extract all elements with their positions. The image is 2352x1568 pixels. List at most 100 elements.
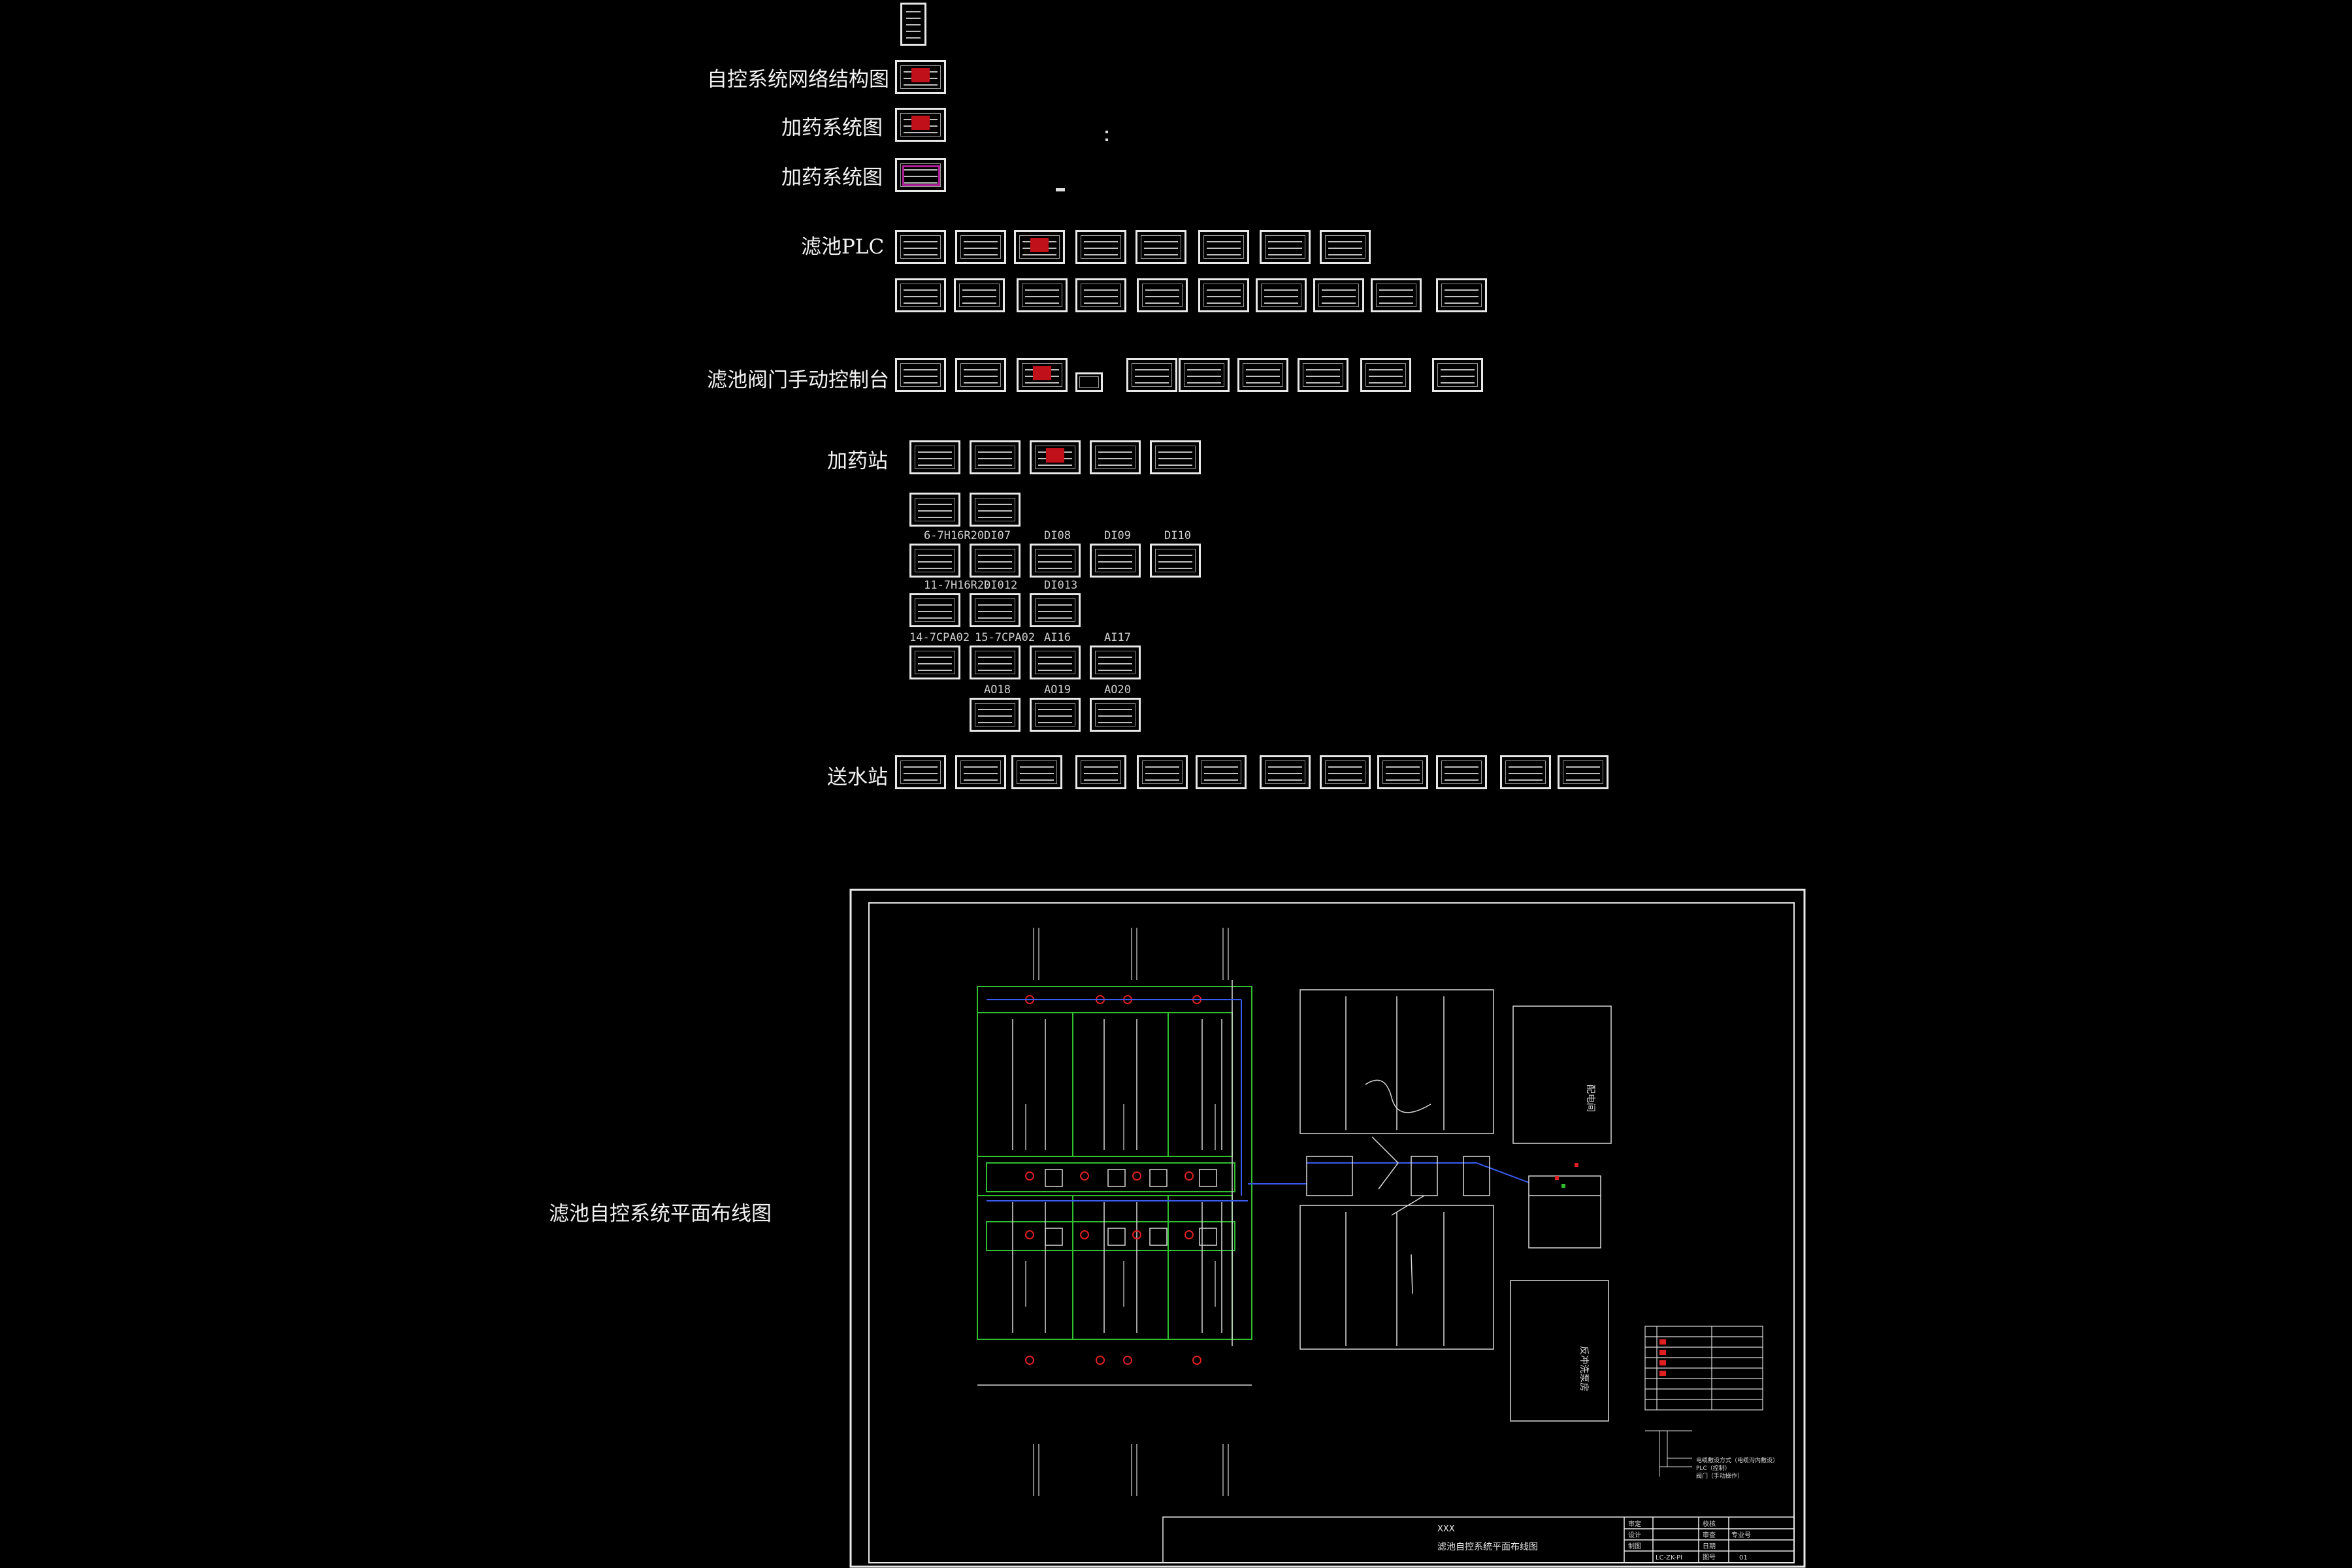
title-block-role-5: 审查 bbox=[1703, 1531, 1716, 1539]
dosing-caption: AO19 bbox=[1044, 683, 1071, 696]
label-dosing-station: 加药站 bbox=[827, 449, 888, 473]
sheet-thumb-valve-8[interactable] bbox=[1298, 358, 1348, 392]
sheet-thumb-dosing-io-13[interactable] bbox=[970, 698, 1021, 732]
sheet-thumb-network[interactable] bbox=[895, 60, 946, 94]
sheet-thumb-valve-10[interactable] bbox=[1432, 358, 1483, 392]
sheet-thumb-water-12[interactable] bbox=[1558, 755, 1609, 789]
room-label-distribution: 配电间 bbox=[1585, 1085, 1595, 1112]
sheet-thumb-dosing-io-11[interactable] bbox=[1030, 645, 1081, 679]
sheet-thumb-plc-5[interactable] bbox=[1135, 230, 1186, 264]
sheet-thumb-valve-3[interactable] bbox=[1017, 358, 1068, 392]
sheet-thumb-plc-12[interactable] bbox=[1075, 278, 1126, 312]
dosing-caption: 14-7CPA02 bbox=[909, 631, 970, 644]
sheet-thumb-valve-1[interactable] bbox=[895, 358, 946, 392]
sheet-thumb-dosing-io-14[interactable] bbox=[1030, 698, 1081, 732]
sheet-thumb-dosing-io-7[interactable] bbox=[970, 593, 1021, 627]
sheet-thumb-water-10[interactable] bbox=[1436, 755, 1487, 789]
title-block-sheet: 01 bbox=[1739, 1554, 1748, 1561]
sheet-thumb-water-8[interactable] bbox=[1320, 755, 1371, 789]
sheet-thumb-plc-9[interactable] bbox=[895, 278, 946, 312]
sheet-thumb-water-2[interactable] bbox=[955, 755, 1006, 789]
sheet-thumb-dosing-io-1[interactable] bbox=[909, 544, 960, 578]
instrument-markers bbox=[1025, 995, 1201, 1365]
title-block-role-6: 日期 bbox=[1703, 1543, 1716, 1550]
sheet-thumb-dosing-station-2[interactable] bbox=[970, 440, 1021, 474]
title-block-drawing-title: 滤池自控系统平面布线图 bbox=[1437, 1542, 1538, 1552]
dosing-caption: DI012 bbox=[984, 579, 1018, 592]
sheet-thumb-plc-11[interactable] bbox=[1017, 278, 1068, 312]
sheet-thumb-dosing-station-7[interactable] bbox=[970, 493, 1021, 527]
dosing-caption: 11-7H16R20 bbox=[924, 579, 991, 592]
legend-note-1: 电缆敷设方式（电缆沟内敷设） bbox=[1696, 1456, 1778, 1464]
stray-mark bbox=[1105, 131, 1108, 133]
layout-plan-drawing[interactable]: 配电间 反冲洗泵房 电缆敷设方式（电缆沟内敷设） PLC（控制） 阀门（手动操作… bbox=[849, 889, 1806, 1568]
sheet-thumb-dosing-station-5[interactable] bbox=[1150, 440, 1201, 474]
room-marks bbox=[1555, 1163, 1578, 1180]
sheet-thumb-valve-2[interactable] bbox=[955, 358, 1006, 392]
label-valve-console: 滤池阀门手动控制台 bbox=[707, 368, 889, 392]
dosing-caption: AO20 bbox=[1104, 683, 1131, 696]
label-filter-plc: 滤池PLC bbox=[801, 235, 885, 259]
title-block-project: XXX bbox=[1437, 1524, 1455, 1534]
sheet-thumb-dosing-io-12[interactable] bbox=[1090, 645, 1141, 679]
sheet-thumb-plc-13[interactable] bbox=[1137, 278, 1188, 312]
sheet-thumb-dosing-io-3[interactable] bbox=[1030, 544, 1081, 578]
filter-building bbox=[977, 986, 1252, 1340]
title-block-role-8: 专业号 bbox=[1731, 1531, 1751, 1539]
sheet-thumb-plc-3[interactable] bbox=[1014, 230, 1065, 264]
dosing-caption: AI17 bbox=[1104, 631, 1131, 644]
sheet-thumb-valve-9[interactable] bbox=[1360, 358, 1411, 392]
room-marks-green bbox=[1561, 1184, 1565, 1188]
sheet-thumb-dosing-station-1[interactable] bbox=[909, 440, 960, 474]
sheet-thumb-plc-8[interactable] bbox=[1320, 230, 1371, 264]
sheet-thumb-plc-7[interactable] bbox=[1260, 230, 1311, 264]
title-block-role-2: 设计 bbox=[1628, 1531, 1641, 1539]
sheet-thumb-plc-1[interactable] bbox=[895, 230, 946, 264]
sheet-thumb-plc-17[interactable] bbox=[1371, 278, 1422, 312]
sheet-thumb-plc-4[interactable] bbox=[1075, 230, 1126, 264]
sheet-thumb-dosing-station-3[interactable] bbox=[1030, 440, 1081, 474]
sheet-thumb-plc-14[interactable] bbox=[1198, 278, 1249, 312]
right-rooms bbox=[1510, 1005, 1612, 1422]
sheet-thumb-plc-2[interactable] bbox=[955, 230, 1006, 264]
sheet-thumb-valve-4[interactable] bbox=[1075, 372, 1103, 392]
dosing-caption: DI09 bbox=[1104, 529, 1131, 542]
sheet-thumb-water-11[interactable] bbox=[1500, 755, 1551, 789]
sheet-thumb-dosing-io-9[interactable] bbox=[909, 645, 960, 679]
sheet-thumb-plc-16[interactable] bbox=[1313, 278, 1364, 312]
sheet-thumb-dosing-1[interactable] bbox=[895, 108, 946, 142]
sheet-thumb-plc-6[interactable] bbox=[1198, 230, 1249, 264]
title-block bbox=[1162, 1516, 1795, 1563]
sheet-thumb-dosing-io-10[interactable] bbox=[970, 645, 1021, 679]
sheet-thumb-valve-5[interactable] bbox=[1126, 358, 1177, 392]
sheet-thumb-dosing-io-6[interactable] bbox=[909, 593, 960, 627]
sheet-thumb-dosing-io-2[interactable] bbox=[970, 544, 1021, 578]
sheet-thumb-water-4[interactable] bbox=[1075, 755, 1126, 789]
dosing-caption: DI10 bbox=[1164, 529, 1191, 542]
sheet-thumb-dosing-io-15[interactable] bbox=[1090, 698, 1141, 732]
stray-mark bbox=[1105, 139, 1108, 141]
sheet-thumb-water-5[interactable] bbox=[1137, 755, 1188, 789]
sheet-thumb-plc-18[interactable] bbox=[1436, 278, 1487, 312]
title-block-role-3: 制图 bbox=[1628, 1542, 1641, 1550]
sheet-thumb-valve-7[interactable] bbox=[1237, 358, 1288, 392]
sheet-thumb-plc-15[interactable] bbox=[1256, 278, 1307, 312]
sheet-thumb-water-1[interactable] bbox=[895, 755, 946, 789]
sheet-thumb-dosing-io-8[interactable] bbox=[1030, 593, 1081, 627]
sheet-thumb-dosing-io-5[interactable] bbox=[1150, 544, 1201, 578]
sheet-thumb-valve-6[interactable] bbox=[1179, 358, 1230, 392]
sheet-thumb-water-3[interactable] bbox=[1011, 755, 1062, 789]
title-block-role-4: 校核 bbox=[1703, 1520, 1716, 1528]
sheet-thumb-dosing-2[interactable] bbox=[895, 158, 946, 192]
sheet-thumb-dosing-station-4[interactable] bbox=[1090, 440, 1141, 474]
sheet-thumb-plc-10[interactable] bbox=[954, 278, 1005, 312]
cover-sheet-thumbnail[interactable] bbox=[900, 3, 926, 46]
sheet-thumb-dosing-station-6[interactable] bbox=[909, 493, 960, 527]
sheet-thumb-water-6[interactable] bbox=[1196, 755, 1247, 789]
cable-annotations bbox=[1025, 928, 1229, 1496]
label-water-station: 送水站 bbox=[827, 766, 888, 789]
sheet-thumb-dosing-io-4[interactable] bbox=[1090, 544, 1141, 578]
cable-trays bbox=[987, 999, 1529, 1201]
sheet-thumb-water-9[interactable] bbox=[1377, 755, 1428, 789]
sheet-thumb-water-7[interactable] bbox=[1260, 755, 1311, 789]
